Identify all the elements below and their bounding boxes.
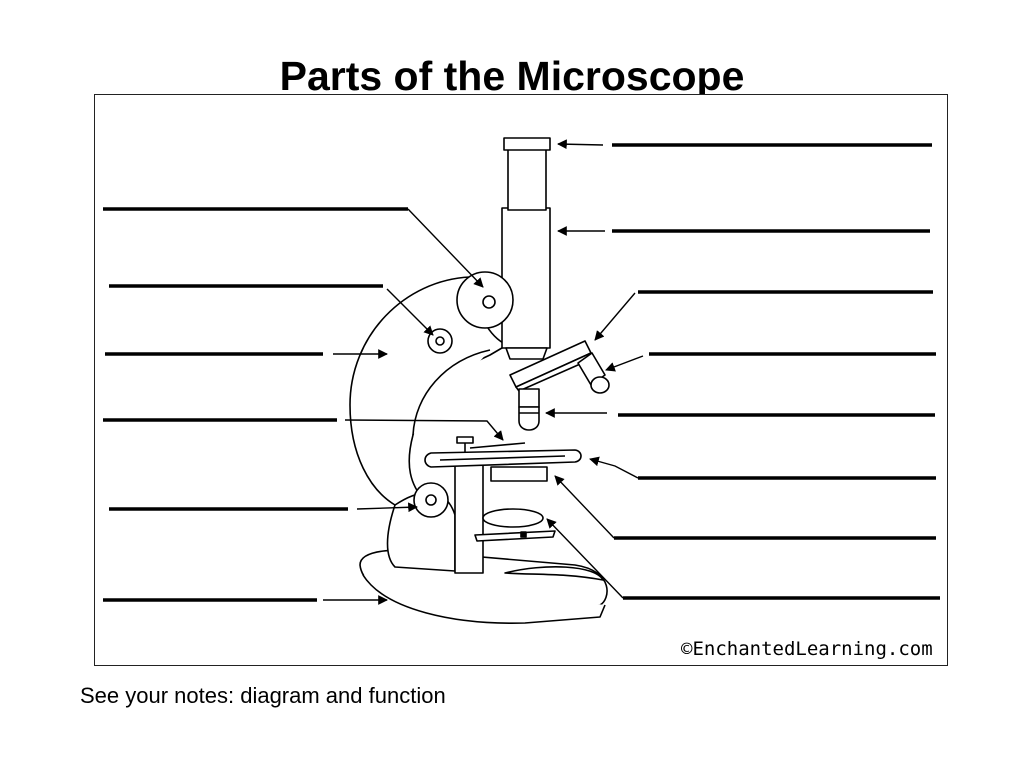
- microscope-diagram: ©EnchantedLearning.com: [94, 94, 948, 666]
- stage: [424, 449, 582, 482]
- label-blank-left-1: [103, 207, 484, 288]
- label-blank-right-7: [554, 475, 936, 540]
- label-blank-left-4: [103, 418, 504, 441]
- label-blank-right-3: [594, 290, 933, 341]
- label-blank-left-5: [109, 502, 418, 513]
- eyepiece-barrel: [507, 147, 547, 211]
- mirror: [474, 508, 556, 542]
- body-tube: [501, 207, 551, 349]
- label-blank-right-5: [545, 408, 935, 418]
- label-blank-right-1: [557, 139, 932, 150]
- label-blank-right-4: [605, 352, 936, 372]
- copyright-credit: ©EnchantedLearning.com: [681, 638, 933, 660]
- fine-focus-knob: [427, 328, 453, 354]
- right-labels: [545, 139, 940, 600]
- coarse-focus-knob: [456, 271, 514, 329]
- stage-clip: [456, 436, 526, 453]
- microscope-arm: [349, 276, 508, 506]
- microscope-illustration: [349, 137, 610, 624]
- objective-low: [518, 388, 540, 408]
- slide-title: Parts of the Microscope: [279, 53, 745, 99]
- label-blank-right-6: [589, 456, 936, 480]
- label-blank-right-8: [546, 518, 940, 600]
- nosepiece-neck: [505, 347, 548, 360]
- stage-support: [454, 462, 484, 574]
- slide-caption: See your notes: diagram and function: [80, 683, 446, 708]
- eyepiece-cap: [503, 137, 551, 151]
- label-blank-left-2: [109, 284, 434, 336]
- light-adjust-knob: [413, 482, 449, 518]
- left-labels: [103, 207, 504, 605]
